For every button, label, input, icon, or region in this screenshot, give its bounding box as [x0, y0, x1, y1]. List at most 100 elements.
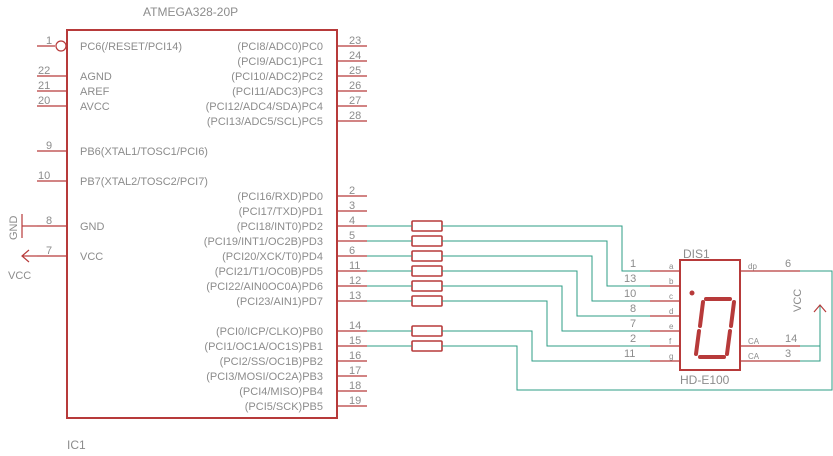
ic-right-pin-num: 25 — [349, 65, 361, 77]
display-right-pin-labels: dp CA CA 6 14 3 — [748, 258, 797, 361]
ic-right-pin-label: (PCI22/AIN0OC0A)PD6 — [206, 281, 323, 293]
ic-right-pin-num: 6 — [349, 245, 355, 257]
ic-right-pin-numbers: 23 24 25 26 27 28 2 3 4 5 6 11 12 13 14 … — [349, 35, 361, 407]
ic-right-pin-num: 11 — [349, 260, 360, 272]
vcc-right-label: VCC — [792, 289, 804, 312]
ic-left-pin-num: 8 — [46, 215, 52, 227]
ic-right-pin-label: (PCI5/SCK)PB5 — [245, 401, 323, 413]
ic-right-pin-label: (PCI4/MISO)PB4 — [239, 386, 323, 398]
ic-right-pin-num: 23 — [349, 35, 361, 47]
display-right-pin-stubs — [740, 270, 800, 362]
display-pin-num: 7 — [630, 318, 636, 330]
ic-part-label: ATMEGA328-20P — [143, 5, 238, 19]
ic-right-pin-num: 26 — [349, 80, 361, 92]
ic-right-pin-num: 17 — [349, 365, 361, 377]
ic-left-pin-labels: PC6(/RESET/PCI14) AGND AREF AVCC PB6(XTA… — [80, 41, 208, 263]
display-ref-label: DIS1 — [683, 247, 710, 261]
ic-right-pin-stubs — [337, 45, 367, 407]
display-right-pin-num: 14 — [785, 333, 797, 345]
display-pin-num: 10 — [624, 288, 636, 300]
resistor[interactable] — [411, 250, 443, 262]
ic-right-pin-num: 4 — [349, 215, 355, 227]
display-right-pin-num: 6 — [785, 258, 791, 270]
ic-left-pin-stubs — [37, 40, 67, 257]
ic-ref-label: IC1 — [67, 438, 86, 452]
resistor[interactable] — [411, 235, 443, 247]
resistor[interactable] — [411, 220, 443, 232]
display-right-pin-num: 3 — [785, 348, 791, 360]
ic-right-pin-label: (PCI23/AIN1)PD7 — [236, 296, 323, 308]
ic-right-pin-num: 27 — [349, 95, 361, 107]
ic-right-pin-num: 3 — [349, 200, 355, 212]
seven-segment-icon — [689, 290, 736, 359]
ic-left-pin-num: 20 — [38, 95, 50, 107]
ic-right-pin-label: (PCI10/ADC2)PC2 — [231, 71, 323, 83]
ic-left-pin-label: GND — [80, 221, 105, 233]
ic-right-pin-num: 14 — [349, 320, 361, 332]
ic-left-pin-num: 7 — [46, 245, 52, 257]
ic-left-pin-label: VCC — [80, 251, 103, 263]
ic-left-pin-num: 1 — [46, 35, 52, 47]
ic-right-pin-label: (PCI13/ADC5/SCL)PC5 — [207, 116, 323, 128]
resistor[interactable] — [411, 280, 443, 292]
display-body[interactable] — [679, 259, 741, 371]
ic-left-pin-num: 9 — [46, 140, 52, 152]
ic-right-pin-label: (PCI1/OC1A/OC1S)PB1 — [204, 341, 323, 353]
vcc-right-arrow-icon — [813, 304, 827, 313]
display-part-label: HD-E100 — [680, 373, 730, 387]
resistor-array — [411, 220, 443, 352]
ic-left-pin-label: AREF — [80, 86, 110, 98]
pin-1-inversion-bubble — [55, 40, 67, 52]
ic-left-pin-label: PC6(/RESET/PCI14) — [80, 41, 182, 53]
display-right-pin-label: CA — [748, 352, 760, 361]
ic-right-pin-label: (PCI20/XCK/T0)PD4 — [222, 251, 323, 263]
vcc-left-label: VCC — [8, 270, 31, 282]
ic-left-pin-numbers: 1 22 21 20 9 10 8 7 — [38, 35, 52, 257]
display-left-pin-numbers: 1 13 10 8 7 2 11 — [624, 258, 636, 360]
resistor[interactable] — [411, 325, 443, 337]
ic-left-pin-num: 22 — [38, 65, 50, 77]
ic-right-pin-num: 19 — [349, 395, 361, 407]
ic-left-pin-label: AGND — [80, 71, 112, 83]
ic-right-pin-label: (PCI21/T1/OC0B)PD5 — [215, 266, 323, 278]
resistor[interactable] — [411, 340, 443, 352]
ic-right-pin-num: 13 — [349, 290, 361, 302]
ic-left-pin-num: 21 — [38, 80, 50, 92]
ic-right-pin-num: 24 — [349, 50, 361, 62]
ic-right-pin-num: 15 — [349, 335, 361, 347]
resistor[interactable] — [411, 295, 443, 307]
ic-body[interactable] — [66, 29, 338, 419]
ic-right-pin-label: (PCI17/TXD)PD1 — [239, 206, 323, 218]
display-pin-num: 8 — [630, 303, 636, 315]
ic-left-pin-num: 10 — [38, 170, 50, 182]
ic-right-pin-labels: (PCI8/ADC0)PC0 (PCI9/ADC1)PC1 (PCI10/ADC… — [204, 41, 323, 413]
display-pin-num: 2 — [630, 333, 636, 345]
display-seg-label: f — [669, 337, 672, 346]
ic-right-pin-num: 16 — [349, 350, 361, 362]
display-seg-label: e — [669, 322, 674, 331]
ic-right-pin-label: (PCI0/ICP/CLKO)PB0 — [216, 326, 323, 338]
ic-left-pin-label: PB7(XTAL2/TOSC2/PCI7) — [80, 176, 208, 188]
resistor[interactable] — [411, 265, 443, 277]
display-pin-num: 1 — [630, 258, 636, 270]
display-seg-label: c — [669, 292, 673, 301]
vcc-left-arrow-icon — [21, 249, 30, 263]
display-seg-label: d — [669, 307, 673, 316]
ic-right-pin-label: (PCI2/SS/OC1B)PB2 — [220, 356, 323, 368]
ic-right-pin-label: (PCI18/INT0)PD2 — [237, 221, 323, 233]
ic-left-pin-label: AVCC — [80, 101, 110, 113]
display-segment-labels: a b c d e f g — [669, 262, 674, 361]
display-right-pin-label: CA — [748, 337, 760, 346]
ic-right-pin-label: (PCI16/RXD)PD0 — [237, 191, 323, 203]
gnd-label: GND — [8, 216, 20, 241]
ic-right-pin-num: 12 — [349, 275, 361, 287]
ic-right-pin-label: (PCI9/ADC1)PC1 — [237, 56, 323, 68]
display-pin-num: 11 — [624, 348, 635, 360]
ic-right-pin-label: (PCI12/ADC4/SDA)PC4 — [206, 101, 323, 113]
ic-right-pin-num: 5 — [349, 230, 355, 242]
ic-left-pin-label: PB6(XTAL1/TOSC1/PCI6) — [80, 146, 208, 158]
display-left-pin-stubs — [650, 270, 680, 362]
ic-right-pin-label: (PCI19/INT1/OC2B)PD3 — [204, 236, 323, 248]
